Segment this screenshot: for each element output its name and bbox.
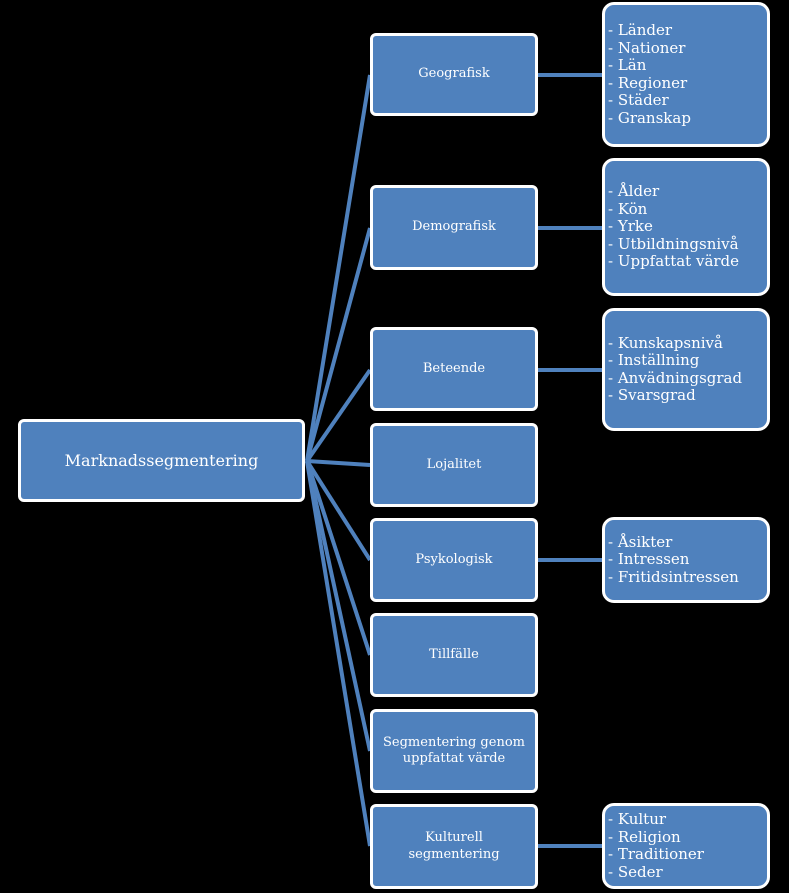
category-label: Kulturell segmentering	[408, 830, 500, 862]
root-to-category-line	[305, 460, 372, 656]
detail-item: - Svarsgrad	[608, 386, 696, 404]
detail-item: - Kultur	[608, 810, 667, 828]
detail-item: - Län	[608, 56, 647, 74]
root-node-marknadssegmentering: Marknadssegmentering	[18, 419, 305, 502]
category-label: Geografisk	[418, 66, 490, 82]
category-label: Psykologisk	[415, 551, 493, 567]
detail-item: - Inställning	[608, 351, 700, 369]
detail-box-geografisk: - Länder - Nationer - Län - Regioner - S…	[602, 2, 770, 147]
detail-item: - Traditioner	[608, 845, 704, 863]
detail-item: - Religion	[608, 827, 681, 846]
root-label: Marknadssegmentering	[64, 451, 259, 470]
category-label: Demografisk	[412, 219, 496, 235]
category-beteende: Beteende	[370, 327, 538, 411]
detail-item: - Intressen	[608, 550, 690, 569]
detail-item: - Seder	[608, 862, 663, 881]
detail-item: - Länder	[608, 21, 673, 39]
category-kulturell-segmentering: Kulturell segmentering	[370, 804, 538, 889]
root-to-category-line	[305, 460, 372, 752]
root-to-category-line	[305, 460, 372, 847]
detail-item: - Granskap	[608, 108, 691, 127]
root-to-category-line	[305, 368, 372, 463]
category-label: Tillfälle	[429, 646, 479, 662]
detail-box-beteende: - Kunskapsnivå - Inställning - Anvädning…	[602, 308, 770, 431]
category-label: Lojalitet	[426, 456, 482, 472]
category-lojalitet: Lojalitet	[370, 423, 538, 507]
detail-item: - Kön	[608, 199, 648, 218]
category-label: Beteende	[422, 360, 486, 376]
detail-item: - Regioner	[608, 73, 688, 92]
detail-item: - Fritidsintressen	[608, 567, 739, 586]
detail-item: - Nationer	[608, 38, 686, 57]
detail-item: - Åsikter	[608, 532, 673, 551]
root-to-category-line	[305, 74, 372, 462]
category-label: Segmentering genom uppfattat värde	[383, 734, 525, 766]
category-tillfalle: Tillfälle	[370, 613, 538, 697]
detail-item: - Städer	[608, 91, 669, 109]
detail-item: - Utbildningsnivå	[608, 234, 739, 253]
category-demografisk: Demografisk	[370, 185, 538, 270]
detail-item: - Uppfattat värde	[608, 252, 740, 271]
category-psykologisk: Psykologisk	[370, 518, 538, 602]
root-to-category-line	[305, 227, 372, 462]
detail-box-psykologisk: - Åsikter - Intressen - Fritidsintressen	[602, 517, 770, 603]
category-segmentering-genom-uppfattat-varde: Segmentering genom uppfattat värde	[370, 709, 538, 793]
root-to-category-line	[306, 459, 371, 467]
detail-box-kulturell-segmentering: - Kultur - Religion - Traditioner - Sede…	[602, 803, 770, 889]
detail-item: - Yrke	[608, 217, 653, 236]
detail-item: - Kunskapsnivå	[608, 333, 723, 352]
detail-item: - Anvädningsgrad	[608, 368, 743, 387]
root-to-category-line	[305, 459, 372, 562]
category-geografisk: Geografisk	[370, 33, 538, 116]
detail-box-demografisk: - Ålder - Kön - Yrke - Utbildningsnivå -…	[602, 158, 770, 296]
detail-item: - Ålder	[608, 182, 660, 201]
